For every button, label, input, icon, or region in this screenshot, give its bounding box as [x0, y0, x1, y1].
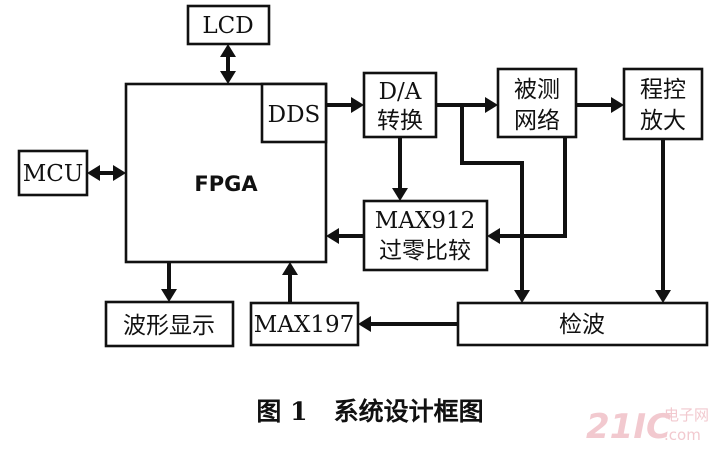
detector-to-adc-arrow	[358, 316, 458, 332]
network-under-test-label-2: 网络	[514, 108, 560, 134]
da-to-detector-arrow	[460, 105, 530, 303]
mcu-fpga-link	[87, 165, 126, 181]
mcu-label: MCU	[23, 161, 84, 187]
network-under-test-label-1: 被测	[514, 77, 560, 103]
zero-crossing-comparator-label-2: 过零比较	[379, 238, 471, 264]
da-converter-label-1: D/A	[379, 79, 422, 105]
waveform-display-block	[104, 300, 235, 348]
comparator-to-fpga-arrow	[326, 228, 364, 244]
dds-label: DDS	[268, 102, 321, 128]
network-to-comparator-arrow	[487, 137, 567, 244]
watermark-domain: .com	[664, 426, 701, 444]
site-watermark: 21IC 电子网 .com	[586, 406, 709, 447]
adc-label: MAX197	[254, 312, 354, 338]
detector-label: 检波	[559, 312, 605, 338]
da-converter-label-2: 转换	[377, 108, 423, 134]
figure-caption: 图 1 系统设计框图	[256, 397, 483, 426]
amp-to-detector-arrow	[655, 139, 671, 303]
lcd-block	[186, 4, 271, 46]
dds-block	[260, 82, 328, 144]
waveform-display-label: 波形显示	[123, 313, 215, 339]
dds-to-da-arrow	[326, 97, 364, 113]
watermark-number: 21IC	[586, 407, 671, 447]
programmable-gain-amp-label-2: 放大	[640, 108, 686, 134]
watermark-text: 电子网	[664, 406, 709, 424]
network-to-amp-arrow	[576, 97, 624, 113]
lcd-fpga-link	[220, 44, 236, 84]
adc-to-fpga-arrow	[282, 262, 298, 303]
da-to-network-arrow	[436, 97, 498, 113]
zero-crossing-comparator-label-1: MAX912	[375, 208, 475, 234]
programmable-gain-amp-label-1: 程控	[640, 77, 686, 103]
fpga-label: FPGA	[194, 172, 258, 196]
da-to-comparator-arrow	[392, 137, 408, 201]
network-under-test-block	[496, 67, 578, 139]
adc-block	[249, 301, 360, 347]
fpga-to-display-arrow	[161, 262, 177, 302]
lcd-label: LCD	[202, 13, 253, 39]
